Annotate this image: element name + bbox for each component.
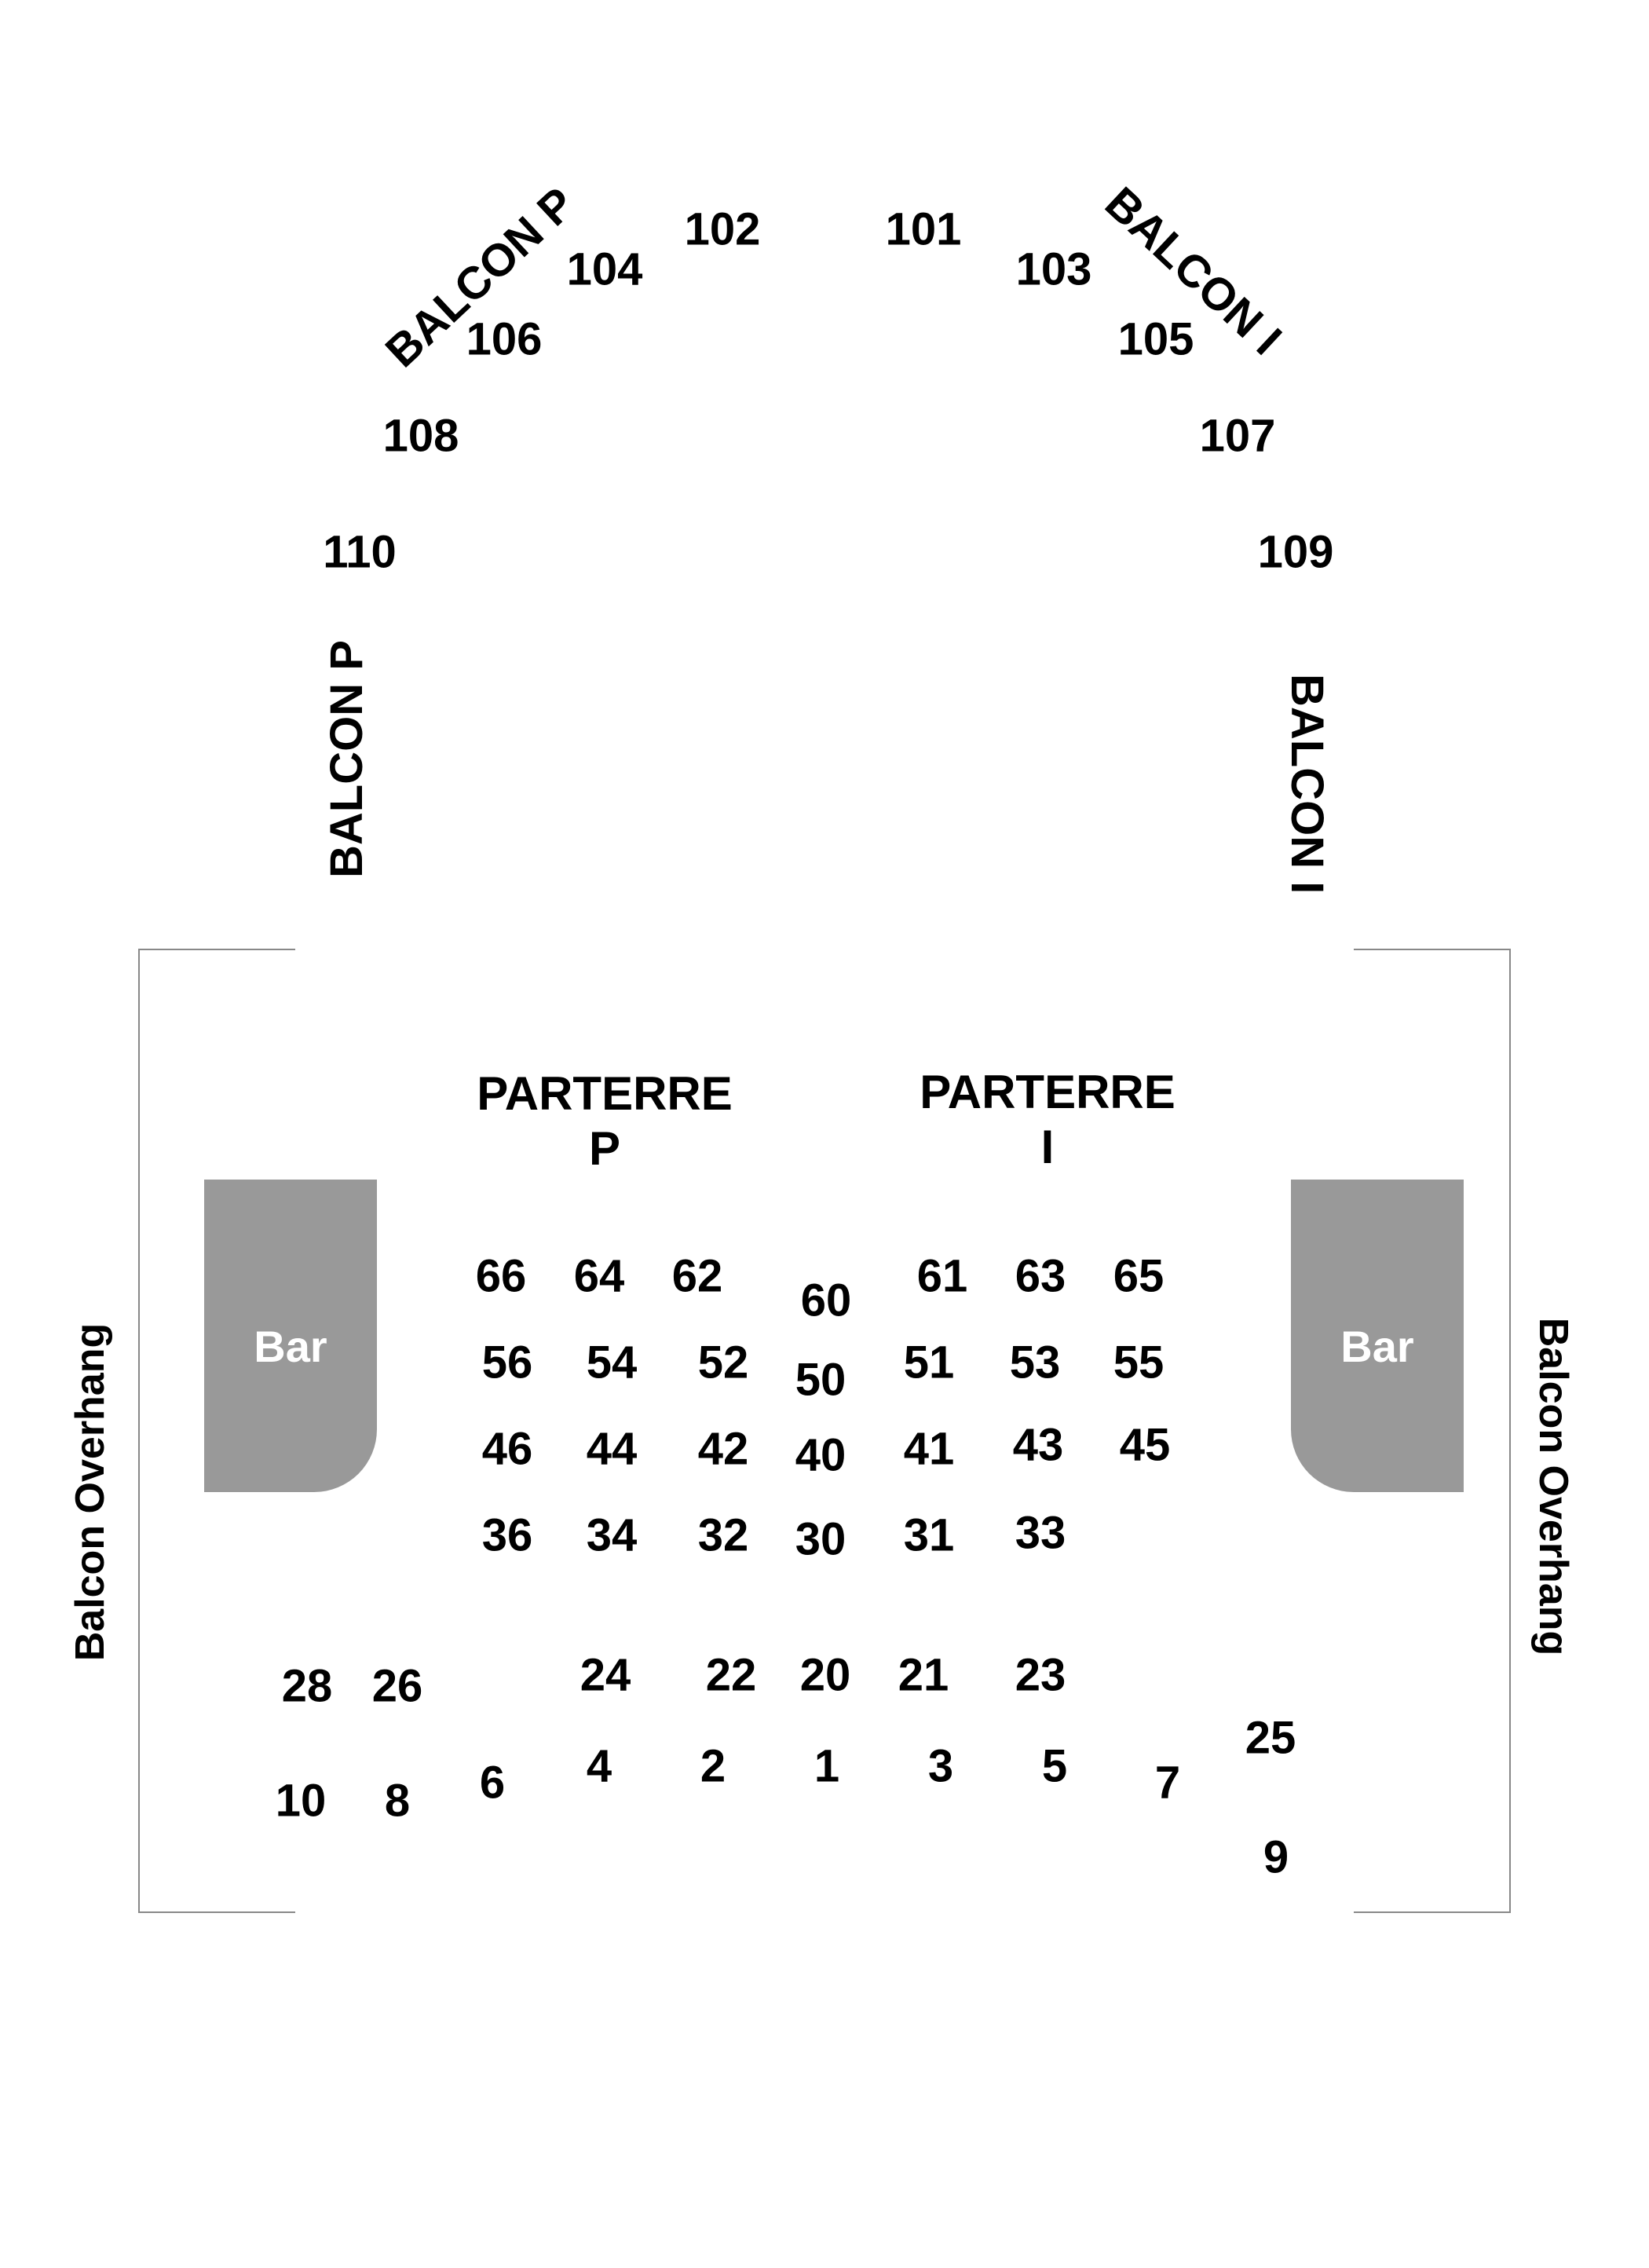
table-107[interactable]: 107 bbox=[1199, 410, 1276, 462]
wall-top-right bbox=[1354, 949, 1511, 950]
table-50[interactable]: 50 bbox=[795, 1354, 846, 1406]
table-33[interactable]: 33 bbox=[1015, 1507, 1066, 1559]
table-63[interactable]: 63 bbox=[1015, 1250, 1066, 1302]
table-105[interactable]: 105 bbox=[1117, 313, 1194, 365]
table-8[interactable]: 8 bbox=[384, 1775, 411, 1827]
table-103[interactable]: 103 bbox=[1015, 243, 1092, 295]
bar-right: Bar bbox=[1291, 1180, 1464, 1492]
table-42[interactable]: 42 bbox=[697, 1423, 749, 1475]
bar-left-label: Bar bbox=[254, 1322, 327, 1371]
table-20[interactable]: 20 bbox=[799, 1649, 851, 1701]
table-109[interactable]: 109 bbox=[1257, 526, 1334, 578]
table-28[interactable]: 28 bbox=[281, 1660, 333, 1712]
table-101[interactable]: 101 bbox=[885, 203, 962, 255]
parterre-i-line2: I bbox=[1040, 1121, 1055, 1173]
table-2[interactable]: 2 bbox=[700, 1740, 726, 1792]
wall-bottom-right bbox=[1354, 1911, 1511, 1913]
table-24[interactable]: 24 bbox=[580, 1649, 631, 1701]
balcon-i-side-label: BALCON I bbox=[1282, 674, 1333, 894]
table-44[interactable]: 44 bbox=[586, 1423, 638, 1475]
table-43[interactable]: 43 bbox=[1012, 1419, 1064, 1471]
table-30[interactable]: 30 bbox=[795, 1513, 846, 1565]
table-4[interactable]: 4 bbox=[586, 1740, 612, 1792]
table-56[interactable]: 56 bbox=[481, 1337, 533, 1388]
bar-left: Bar bbox=[204, 1180, 377, 1492]
wall-right bbox=[1509, 949, 1511, 1913]
wall-left bbox=[138, 949, 140, 1913]
table-31[interactable]: 31 bbox=[903, 1509, 955, 1561]
table-102[interactable]: 102 bbox=[684, 203, 761, 255]
table-110[interactable]: 110 bbox=[323, 526, 397, 578]
table-1[interactable]: 1 bbox=[814, 1740, 840, 1792]
table-5[interactable]: 5 bbox=[1041, 1740, 1068, 1792]
parterre-i-label: PARTERRE I bbox=[883, 1065, 1212, 1175]
table-41[interactable]: 41 bbox=[903, 1423, 955, 1475]
table-106[interactable]: 106 bbox=[466, 313, 543, 365]
table-65[interactable]: 65 bbox=[1113, 1250, 1165, 1302]
table-55[interactable]: 55 bbox=[1113, 1337, 1165, 1388]
overhang-left-label: Balcon Overhang bbox=[68, 1322, 113, 1662]
table-22[interactable]: 22 bbox=[705, 1649, 757, 1701]
table-45[interactable]: 45 bbox=[1119, 1419, 1171, 1471]
table-66[interactable]: 66 bbox=[475, 1250, 527, 1302]
table-21[interactable]: 21 bbox=[898, 1649, 949, 1701]
table-53[interactable]: 53 bbox=[1009, 1337, 1061, 1388]
table-34[interactable]: 34 bbox=[586, 1509, 638, 1561]
table-46[interactable]: 46 bbox=[481, 1423, 533, 1475]
table-10[interactable]: 10 bbox=[275, 1775, 327, 1827]
table-6[interactable]: 6 bbox=[479, 1757, 506, 1809]
table-104[interactable]: 104 bbox=[566, 243, 643, 295]
table-9[interactable]: 9 bbox=[1263, 1831, 1289, 1883]
wall-top-left bbox=[138, 949, 295, 950]
table-52[interactable]: 52 bbox=[697, 1337, 749, 1388]
parterre-p-line2: P bbox=[588, 1122, 621, 1175]
bar-right-label: Bar bbox=[1340, 1322, 1414, 1371]
table-26[interactable]: 26 bbox=[371, 1660, 423, 1712]
table-7[interactable]: 7 bbox=[1154, 1757, 1181, 1809]
parterre-p-label: PARTERRE P bbox=[440, 1066, 770, 1176]
parterre-i-line1: PARTERRE bbox=[920, 1066, 1176, 1118]
table-64[interactable]: 64 bbox=[573, 1250, 625, 1302]
table-32[interactable]: 32 bbox=[697, 1509, 749, 1561]
table-61[interactable]: 61 bbox=[916, 1250, 968, 1302]
table-23[interactable]: 23 bbox=[1015, 1649, 1066, 1701]
table-54[interactable]: 54 bbox=[586, 1337, 638, 1388]
table-40[interactable]: 40 bbox=[795, 1429, 846, 1481]
table-36[interactable]: 36 bbox=[481, 1509, 533, 1561]
table-108[interactable]: 108 bbox=[382, 410, 459, 462]
overhang-right-label: Balcon Overhang bbox=[1530, 1317, 1576, 1656]
balcon-p-side-label: BALCON P bbox=[321, 640, 372, 878]
parterre-p-line1: PARTERRE bbox=[477, 1067, 733, 1120]
table-3[interactable]: 3 bbox=[927, 1740, 954, 1792]
table-51[interactable]: 51 bbox=[903, 1337, 955, 1388]
table-25[interactable]: 25 bbox=[1245, 1712, 1296, 1764]
wall-bottom-left bbox=[138, 1911, 295, 1913]
table-62[interactable]: 62 bbox=[671, 1250, 723, 1302]
table-60[interactable]: 60 bbox=[800, 1275, 852, 1326]
